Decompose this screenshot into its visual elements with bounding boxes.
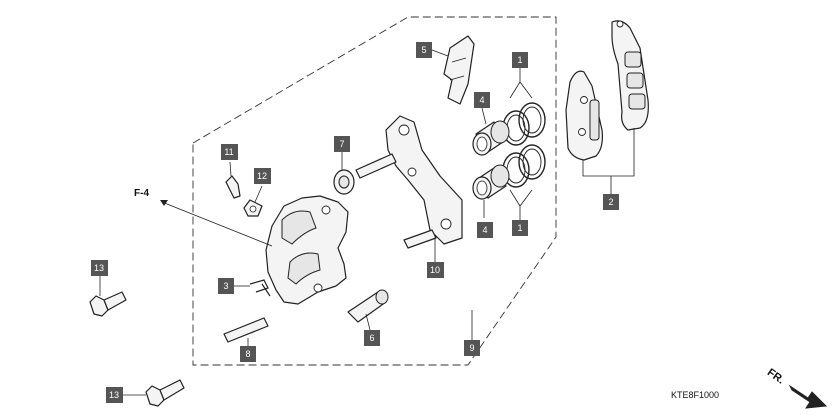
front-direction-indicator: FR. <box>765 367 828 409</box>
svg-text:5: 5 <box>421 45 426 55</box>
svg-text:11: 11 <box>224 147 233 157</box>
svg-text:4: 4 <box>482 225 487 235</box>
callout-4a: 4 <box>474 92 490 108</box>
piston-seal-upper <box>502 102 546 146</box>
reference-arrowhead <box>160 200 168 206</box>
callout-7: 7 <box>334 136 350 152</box>
callout-4b: 4 <box>477 222 493 238</box>
svg-text:12: 12 <box>257 171 267 181</box>
callout-13a: 13 <box>91 260 108 276</box>
assembly-boundary <box>192 16 557 366</box>
callout-2: 2 <box>603 194 619 210</box>
fr-label: FR. <box>765 367 786 387</box>
svg-text:2: 2 <box>608 197 613 207</box>
mounting-bolt-upper <box>89 291 127 317</box>
caliper-body <box>265 195 349 305</box>
brake-pad-front <box>565 70 603 161</box>
brake-pad-rear <box>611 20 649 131</box>
callout-1a: 1 <box>512 52 528 68</box>
bleeder-screw <box>225 175 241 199</box>
callout-10: 10 <box>427 262 444 278</box>
svg-text:6: 6 <box>369 333 374 343</box>
svg-text:8: 8 <box>245 349 250 359</box>
svg-text:9: 9 <box>469 343 474 353</box>
svg-text:3: 3 <box>223 281 228 291</box>
svg-text:7: 7 <box>339 139 344 149</box>
retainer-clip <box>249 279 271 297</box>
callout-13b: 13 <box>106 387 123 403</box>
callout-6: 6 <box>364 330 380 346</box>
svg-text:10: 10 <box>430 265 440 275</box>
callout-8: 8 <box>240 346 256 362</box>
callout-11: 11 <box>221 144 238 160</box>
piston-lower <box>472 164 510 200</box>
callout-1b: 1 <box>512 220 528 236</box>
callout-9: 9 <box>464 340 480 356</box>
svg-text:13: 13 <box>109 390 119 400</box>
pad-spring <box>443 35 475 105</box>
piston-upper <box>472 120 510 156</box>
svg-text:13: 13 <box>94 263 104 273</box>
callout-3: 3 <box>218 278 234 294</box>
pad-pin <box>223 317 269 343</box>
bracket-pin-lower <box>403 229 437 249</box>
callout-5: 5 <box>416 42 432 58</box>
reference-label: F-4 <box>134 188 149 199</box>
svg-text:1: 1 <box>517 55 522 65</box>
mounting-bolt-lower <box>145 379 185 407</box>
pin-boot <box>333 169 355 195</box>
caliper-bracket <box>385 115 463 245</box>
callout-12: 12 <box>254 168 271 184</box>
piston-seal-lower <box>502 144 546 188</box>
slide-pin <box>347 289 389 323</box>
svg-text:1: 1 <box>517 223 522 233</box>
bracket-pin-upper <box>355 153 397 179</box>
svg-text:4: 4 <box>479 95 484 105</box>
front-arrow-icon <box>788 384 828 409</box>
bleeder-cap <box>243 199 263 217</box>
drawing-code: KTE8F1000 <box>671 390 719 400</box>
